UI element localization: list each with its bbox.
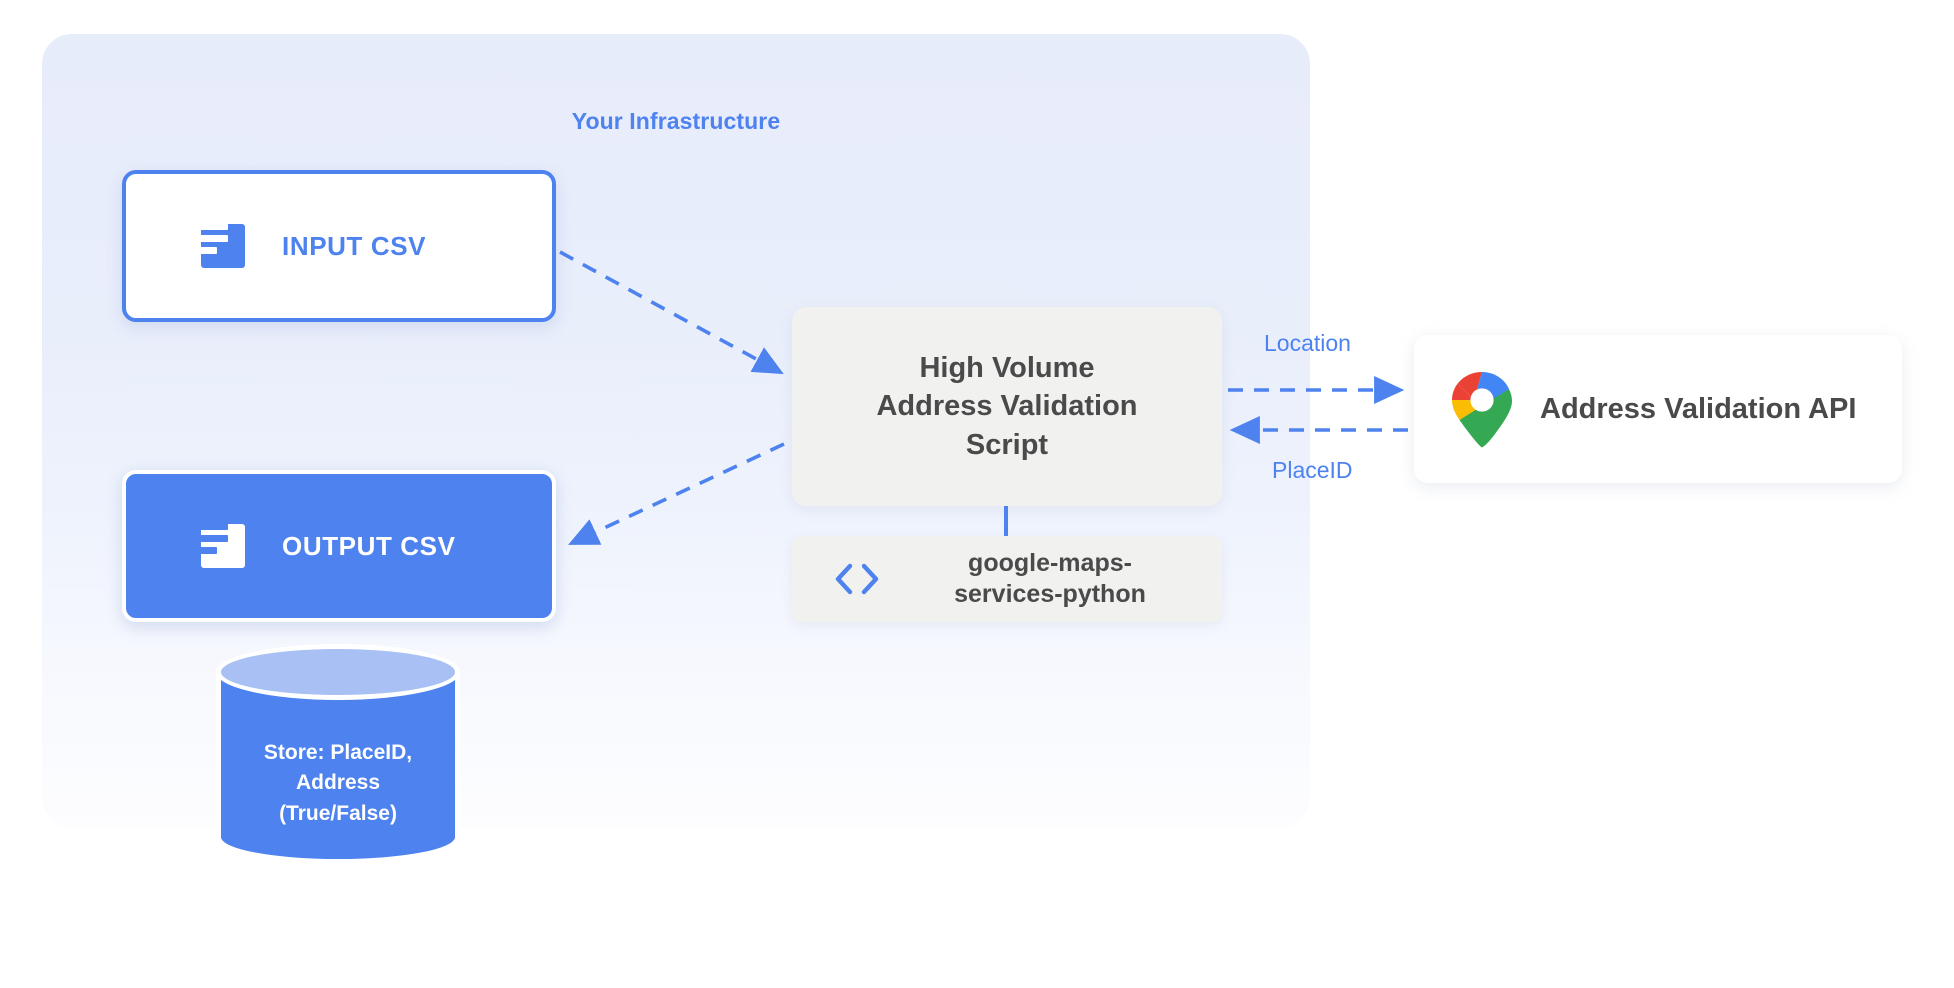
- input-csv-label: INPUT CSV: [282, 230, 427, 261]
- output-csv-card[interactable]: OUTPUT CSV: [122, 470, 556, 622]
- cylinder-top: [216, 644, 460, 700]
- google-maps-pin-icon: [1450, 370, 1514, 448]
- script-box[interactable]: High Volume Address Validation Script: [792, 307, 1222, 506]
- address-validation-api-card[interactable]: Address Validation API: [1414, 335, 1902, 483]
- edge-script-to-library: [1004, 506, 1008, 541]
- script-box-text: High Volume Address Validation Script: [876, 349, 1137, 465]
- database-cylinder[interactable]: Store: PlaceID, Address (True/False): [216, 644, 460, 864]
- database-line-2: Address: [295, 771, 381, 795]
- api-label: Address Validation API: [1540, 392, 1857, 425]
- library-line-2: services-python: [954, 580, 1146, 608]
- edge-label-location: Location: [1264, 330, 1351, 356]
- script-line-3: Script: [965, 428, 1049, 461]
- library-line-1: google-maps-: [968, 549, 1132, 577]
- csv-document-icon: [192, 515, 254, 577]
- code-brackets-icon: [830, 559, 884, 599]
- library-label: google-maps- services-python: [904, 548, 1222, 610]
- database-line-1: Store: PlaceID,: [263, 741, 413, 764]
- database-line-3: (True/False): [279, 801, 397, 825]
- database-label: Store: PlaceID, Address (True/False): [216, 738, 460, 829]
- infrastructure-title: Your Infrastructure: [571, 108, 781, 134]
- script-line-1: High Volume: [919, 351, 1095, 384]
- csv-document-icon: [192, 215, 254, 277]
- library-box[interactable]: google-maps- services-python: [792, 536, 1222, 622]
- input-csv-card[interactable]: INPUT CSV: [122, 170, 556, 322]
- output-csv-label: OUTPUT CSV: [282, 530, 456, 561]
- script-line-2: Address Validation: [876, 390, 1138, 423]
- edge-label-placeid: PlaceID: [1272, 457, 1353, 483]
